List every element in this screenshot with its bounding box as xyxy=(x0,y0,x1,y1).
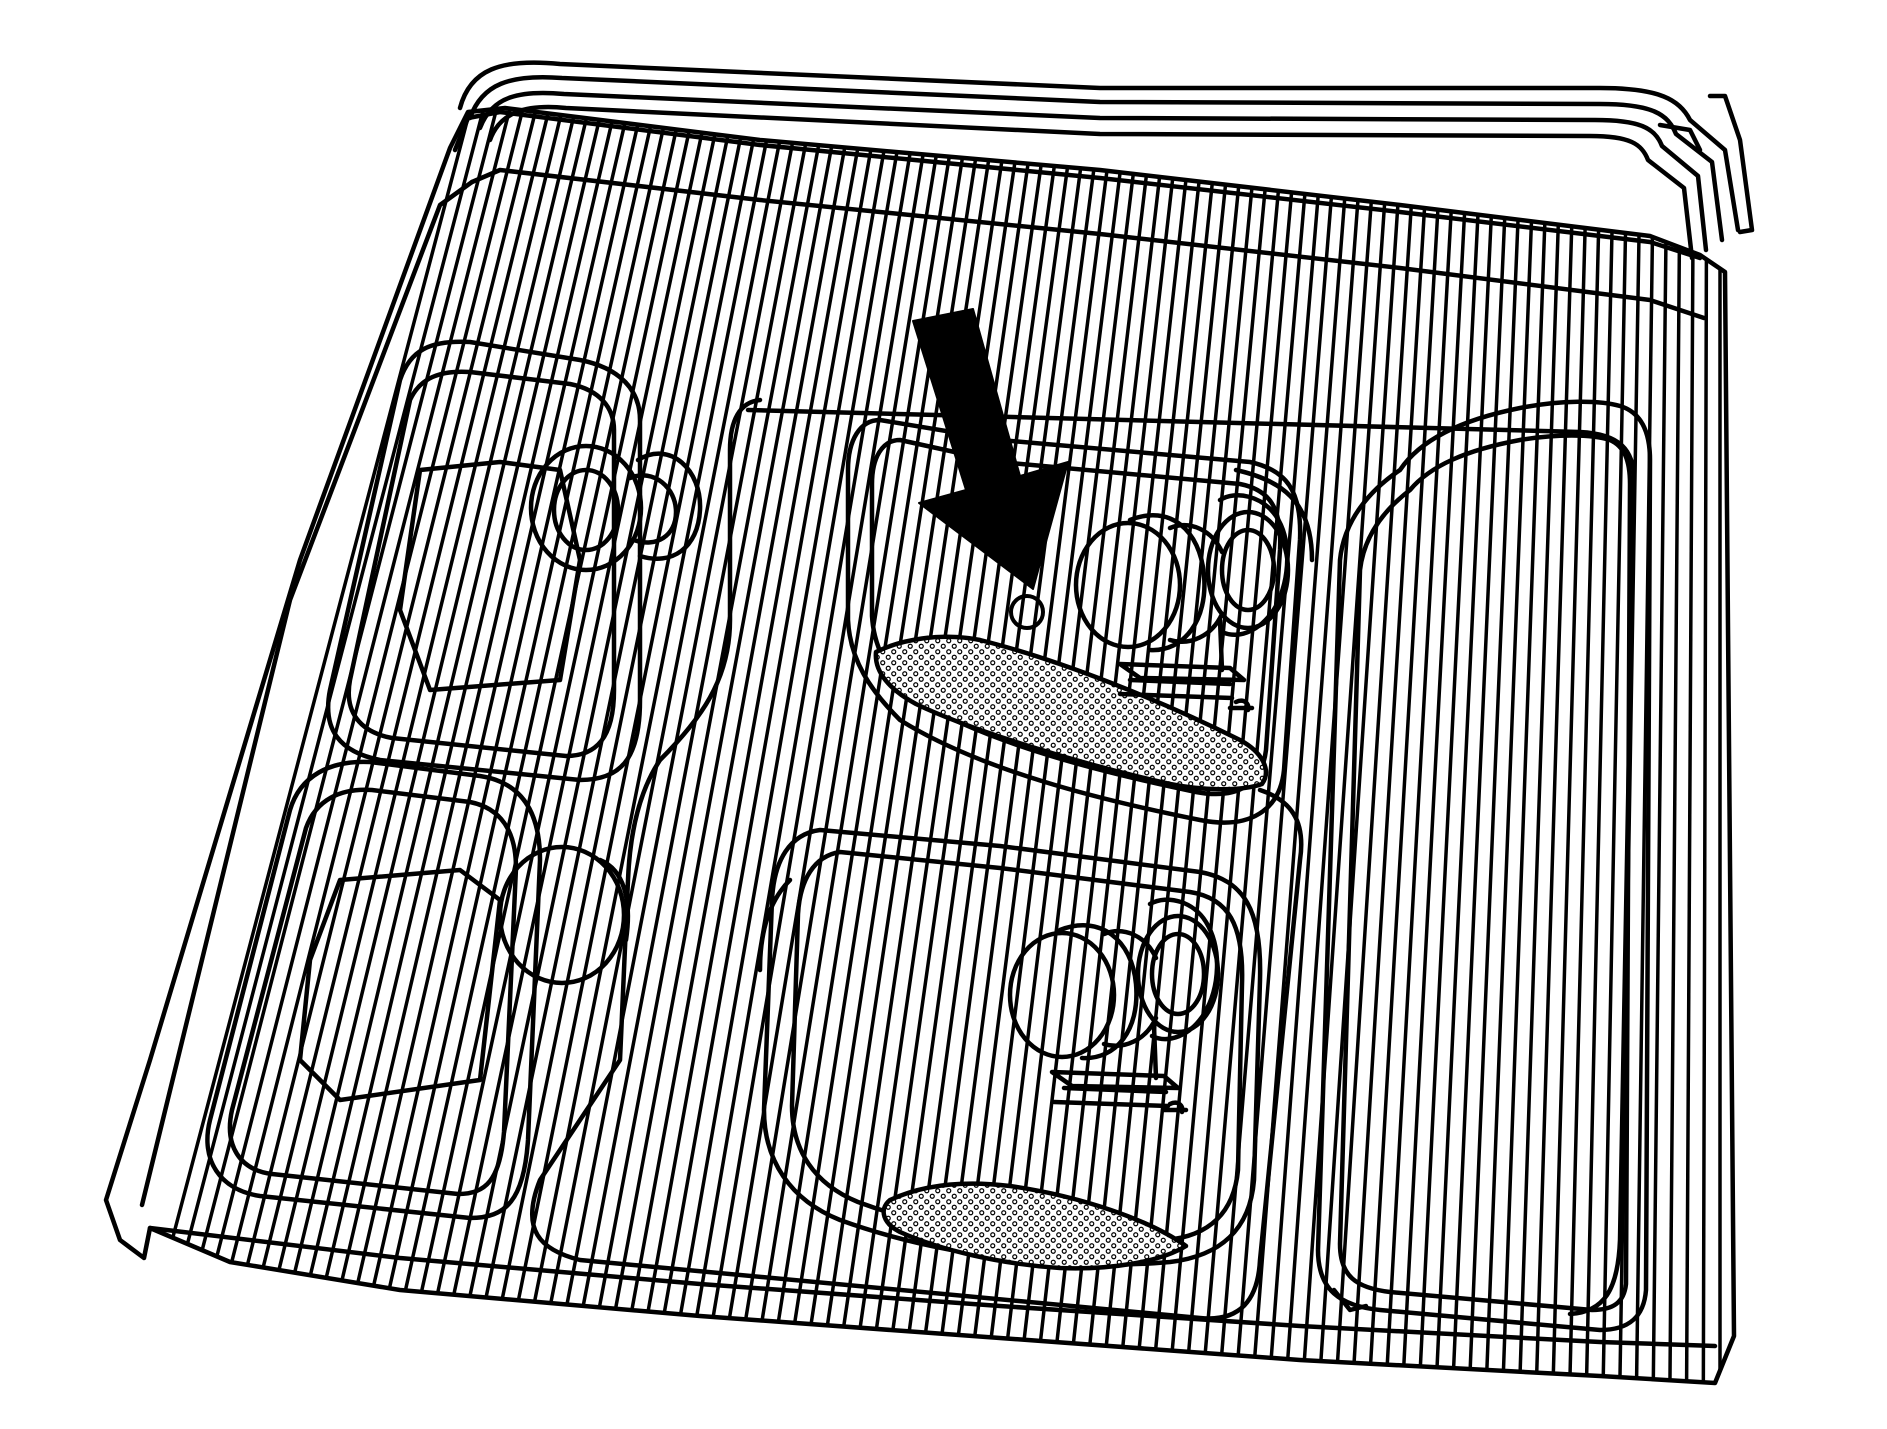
lens-rib xyxy=(345,108,643,1383)
lens-rib xyxy=(245,108,564,1383)
lens-rib xyxy=(898,108,1078,1383)
lens-rib xyxy=(278,108,591,1383)
lens-rib xyxy=(462,108,735,1383)
lens-rib xyxy=(831,108,1025,1383)
lens-rib xyxy=(714,108,933,1383)
lens-rib xyxy=(1517,108,1564,1383)
lens-left-rim xyxy=(139,179,475,1208)
lens-rib xyxy=(697,108,920,1383)
lens-rib xyxy=(1366,108,1446,1383)
side-marker-lamp xyxy=(1315,399,1653,1333)
lens-rib xyxy=(1316,108,1406,1383)
lens-rib xyxy=(1400,108,1472,1383)
upper-bulb-socket xyxy=(1073,493,1291,713)
upper-reflector-mesh xyxy=(873,634,1269,792)
lens-rib xyxy=(1450,108,1512,1383)
lens-rib xyxy=(1333,108,1420,1383)
lens-rib xyxy=(479,108,749,1383)
lens-rib xyxy=(663,108,893,1383)
lens-rib xyxy=(630,108,867,1383)
lens-rib xyxy=(161,108,499,1383)
lens-rib xyxy=(295,108,604,1383)
lens-rib xyxy=(513,108,775,1383)
lens-rib xyxy=(680,108,906,1383)
lens-rib xyxy=(1299,108,1393,1383)
lens-rib xyxy=(596,108,841,1383)
lens-rib xyxy=(1350,108,1433,1383)
lens-rib xyxy=(1567,108,1604,1383)
lens-rib xyxy=(563,108,814,1383)
lens-rib xyxy=(1283,108,1380,1383)
lens-rib xyxy=(1383,108,1459,1383)
lens-rib xyxy=(1601,108,1630,1383)
lens-rib xyxy=(730,108,946,1383)
lens-upper-inner-edge xyxy=(469,167,1707,321)
lens-lower-rim xyxy=(147,1225,1718,1349)
lens-rib xyxy=(647,108,880,1383)
lens-rib xyxy=(178,108,512,1383)
lower-reflector-mesh xyxy=(881,1181,1189,1271)
lens-rib xyxy=(1500,108,1551,1383)
lens-rib xyxy=(262,108,578,1383)
lens-rib xyxy=(362,108,656,1383)
lower-bulb-socket xyxy=(1007,897,1221,1115)
lens-rib xyxy=(379,108,670,1383)
lens-rib xyxy=(1266,108,1367,1383)
lens-rib xyxy=(211,108,538,1383)
arrow-pointer xyxy=(912,308,1069,590)
lens-rib xyxy=(1668,108,1683,1383)
lens-rib xyxy=(1483,108,1538,1383)
lens-rib xyxy=(128,108,472,1383)
reference-hole xyxy=(1009,594,1045,630)
lens-rib xyxy=(580,108,828,1383)
lens-rib xyxy=(1684,108,1696,1383)
lens-rib xyxy=(847,108,1038,1383)
lens-rib xyxy=(1651,108,1670,1383)
lens-rib xyxy=(546,108,801,1383)
lens-rib xyxy=(1701,108,1709,1383)
lens-rib xyxy=(1467,108,1525,1383)
left-bulb-socket xyxy=(528,443,703,573)
lens-rib xyxy=(1433,108,1499,1383)
lens-rib xyxy=(228,108,551,1383)
lens-rib xyxy=(529,108,788,1383)
lens-rib xyxy=(1534,108,1578,1383)
lens-rib xyxy=(1416,108,1485,1383)
lens-rib xyxy=(864,108,1051,1383)
lens-upper-edge xyxy=(452,109,1703,261)
upper-left-reflector xyxy=(325,339,643,783)
lens-rib xyxy=(613,108,854,1383)
lens-rib xyxy=(1550,108,1591,1383)
lens-rib xyxy=(144,108,485,1383)
lens-rib xyxy=(1634,108,1656,1383)
lens-rib xyxy=(1584,108,1617,1383)
